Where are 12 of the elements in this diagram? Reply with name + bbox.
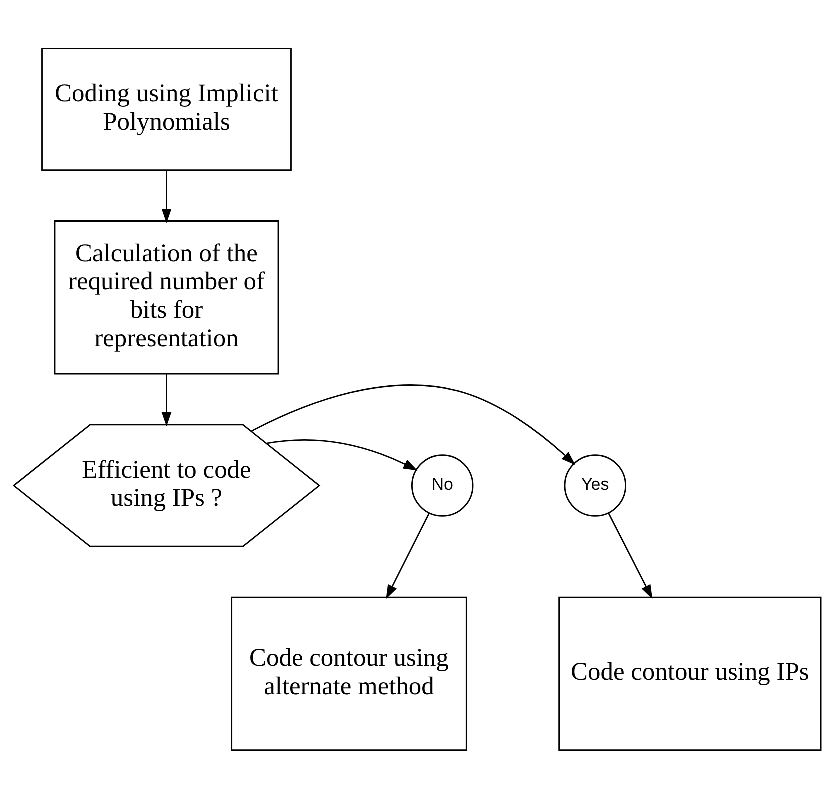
arrow [252, 384, 576, 465]
node-circle: Yes [564, 454, 627, 516]
node-box: Calculation of the required number of bits for representation [54, 220, 280, 374]
arrow [266, 439, 418, 470]
node-circle: No [411, 454, 474, 516]
arrow [162, 374, 172, 426]
arrow [608, 512, 653, 599]
node-box: Coding using Implicit Polynomials [42, 47, 292, 171]
arrow [386, 512, 430, 599]
arrow [162, 170, 172, 223]
node-box: Code contour using alternate method [231, 596, 468, 751]
node-box: Code contour using IPs [558, 596, 822, 751]
